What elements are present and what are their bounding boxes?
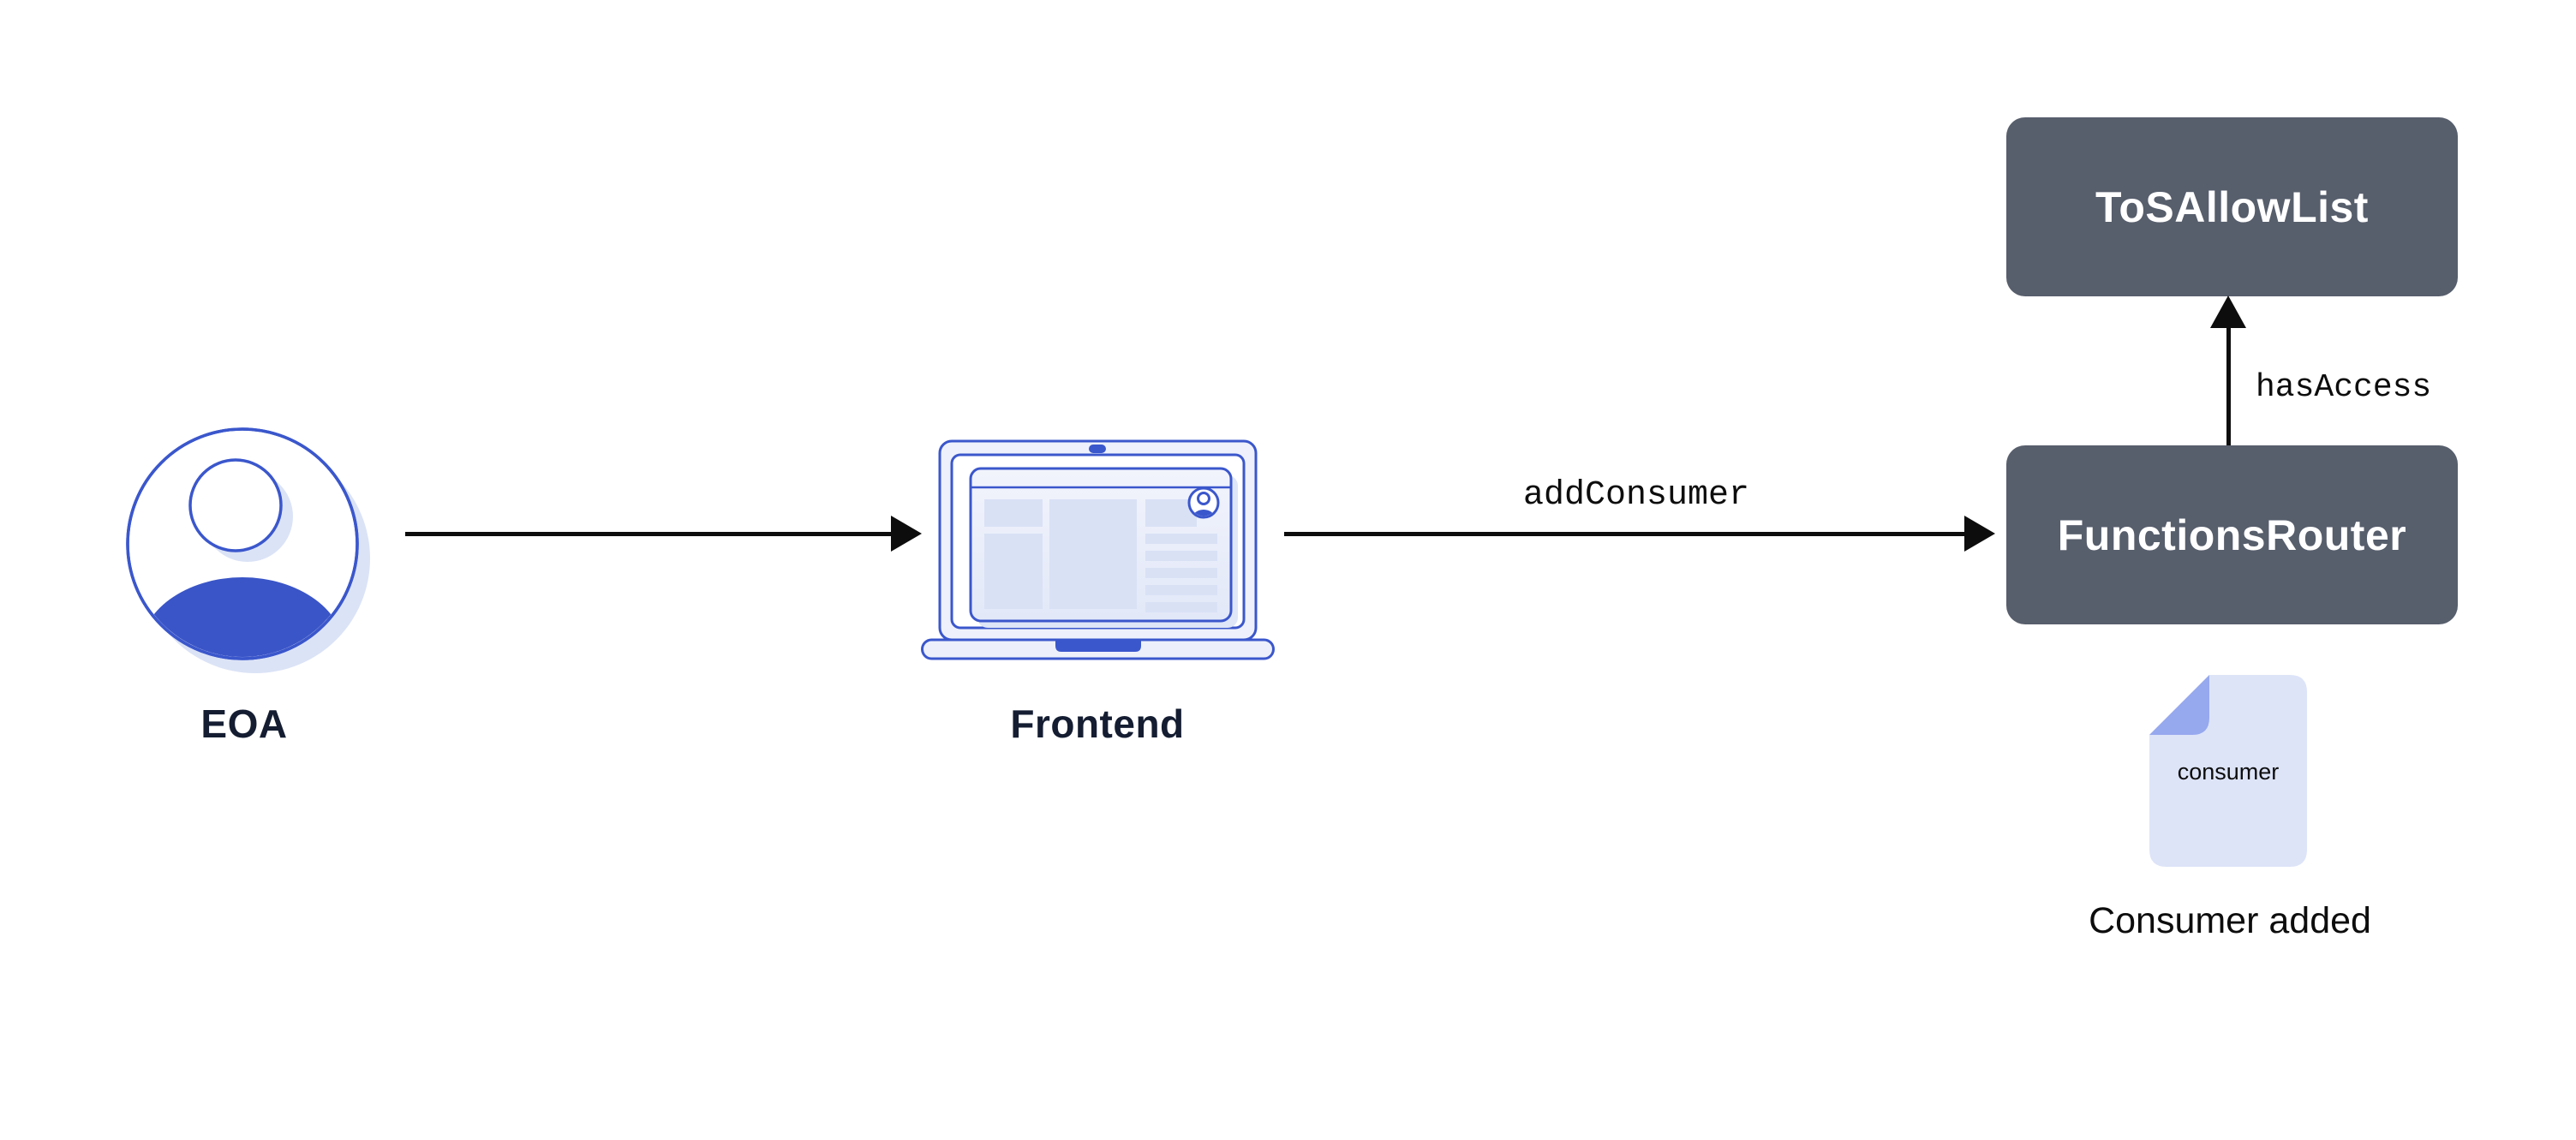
arrow-eoa-to-frontend-line: [405, 532, 894, 536]
node-tosallowlist: ToSAllowList: [2006, 117, 2458, 296]
node-label-tosallowlist: ToSAllowList: [2095, 182, 2369, 231]
laptop-webcam: [1089, 445, 1106, 453]
document-caption: Consumer added: [2089, 900, 2371, 941]
document-label: consumer: [2177, 759, 2280, 785]
avatar-shoulders: [140, 577, 345, 657]
laptop-icon: [921, 439, 1275, 660]
node-label-functionsrouter: FunctionsRouter: [2057, 510, 2407, 559]
document-fold-corner: [2149, 675, 2209, 735]
arrow-eoa-to-frontend-head: [891, 516, 922, 552]
profile-avatar-icon: [1187, 486, 1220, 519]
edge-label-addconsumer: addConsumer: [1522, 476, 1750, 515]
arrow-router-to-allowlist-line: [2226, 326, 2231, 445]
document-icon: [2149, 675, 2307, 867]
arrow-frontend-to-router-line: [1284, 532, 1967, 536]
node-label-frontend: Frontend: [1010, 701, 1185, 746]
avatar-head: [188, 458, 283, 552]
arrow-router-to-allowlist-head: [2210, 295, 2246, 328]
arrow-frontend-to-router-head: [1964, 516, 1995, 552]
edge-label-hasaccess: hasAccess: [2256, 369, 2432, 406]
browser-content-blocks: [984, 499, 1217, 612]
node-functionsrouter: FunctionsRouter: [2006, 445, 2458, 624]
node-label-eoa: EOA: [200, 701, 288, 746]
laptop-base-notch: [1055, 641, 1141, 652]
user-avatar-icon: [126, 427, 370, 673]
